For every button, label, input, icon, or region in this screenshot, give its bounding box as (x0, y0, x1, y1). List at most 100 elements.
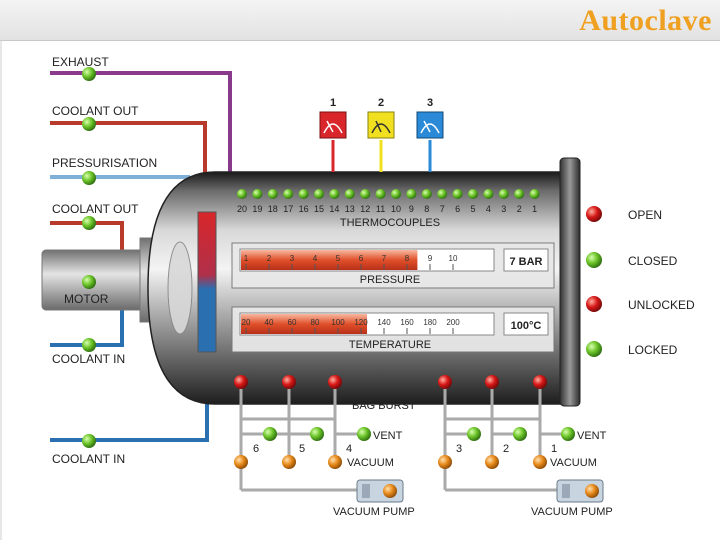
coolant-out-valve-led-1 (82, 117, 96, 131)
locked-status-led (586, 341, 602, 357)
gauges: 1 2 3 (319, 97, 444, 172)
port-3-label: 3 (456, 443, 462, 455)
coolant-in-label-1: COOLANT IN (52, 352, 125, 366)
thermocouple-leds (237, 189, 540, 199)
thermocouple-led (375, 189, 386, 199)
thermocouple-led (252, 189, 263, 199)
temperature-tick-label: 20 (242, 318, 251, 327)
temperature-tick-label: 40 (265, 318, 274, 327)
thermocouple-number: 15 (314, 204, 324, 214)
thermocouple-led (468, 189, 478, 199)
thermocouple-led (314, 189, 324, 199)
thermocouple-number: 18 (268, 204, 278, 214)
thermocouple-number: 9 (409, 204, 414, 214)
thermocouple-number: 16 (299, 204, 309, 214)
gauge-2-number: 2 (378, 97, 384, 109)
motor-label: MOTOR (64, 292, 109, 306)
motor-led (82, 275, 96, 289)
coolant-in-valve-led-1 (82, 338, 96, 352)
temperature-bar (241, 314, 367, 334)
thermocouple-number: 17 (283, 204, 293, 214)
vacuum-pump-right (556, 479, 604, 503)
pressurisation-label: PRESSURISATION (52, 156, 157, 170)
closed-status-led (586, 252, 602, 268)
pressure-tick-label: 5 (336, 254, 341, 263)
vacuum-valve-leds (234, 455, 547, 469)
thermocouple-led (298, 189, 309, 199)
vacuum-pump-left (356, 479, 404, 503)
locked-status-label: LOCKED (628, 343, 678, 357)
thermocouple-number: 12 (360, 204, 370, 214)
thermocouple-led (344, 189, 355, 199)
coolant-in-valve-led-2 (82, 434, 96, 448)
port-1-label: 1 (551, 443, 557, 455)
thermocouple-number: 4 (486, 204, 491, 214)
thermocouple-number: 11 (376, 204, 385, 214)
thermocouple-led (329, 189, 340, 199)
thermocouple-number: 14 (329, 204, 339, 214)
slide-title: Autoclave (579, 4, 712, 37)
thermocouple-led (514, 189, 525, 199)
port-5-label: 5 (299, 443, 305, 455)
coolant-in-label-2: COOLANT IN (52, 452, 125, 466)
thermocouple-led (360, 189, 371, 199)
pressure-bar (241, 250, 418, 270)
exhaust-pipe (50, 71, 232, 173)
pressure-tick-label: 8 (405, 254, 410, 263)
temperature-tick-label: 100 (331, 318, 345, 327)
pressure-tick-label: 9 (428, 254, 433, 263)
vacuum-pump-label-left: VACUUM PUMP (333, 506, 415, 518)
pressure-tick-label: 2 (267, 254, 272, 263)
temperature-readout-box (503, 312, 549, 336)
gauge-3-number: 3 (427, 97, 433, 109)
gauge-1-icon (319, 111, 347, 139)
temperature-tick-label: 160 (400, 318, 414, 327)
thermocouple-led (483, 189, 494, 199)
unlocked-status-led (586, 296, 602, 312)
gauge-3-icon (416, 111, 444, 139)
vent-label-right: VENT (577, 430, 607, 442)
thermocouple-number: 20 (237, 204, 247, 214)
pressure-tick-label: 10 (449, 254, 458, 263)
fan-blade (167, 241, 193, 335)
bag-burst-leds (234, 375, 547, 389)
coolant-in-pipe-1 (50, 310, 124, 347)
thermocouple-led (267, 189, 278, 199)
thermocouple-led (391, 189, 401, 199)
thermocouple-led (437, 189, 448, 199)
thermocouple-number: 8 (424, 204, 429, 214)
vacuum-label-right: VACUUM (550, 457, 597, 469)
thermocouple-led (421, 189, 432, 199)
thermocouple-number: 7 (440, 204, 445, 214)
open-status-label: OPEN (628, 208, 662, 222)
slide-header: Autoclave (0, 0, 720, 41)
closed-status-label: CLOSED (628, 254, 678, 268)
thermocouple-number: 5 (470, 204, 475, 214)
temperature-tick-label: 180 (423, 318, 437, 327)
vacuum-pump-label-right: VACUUM PUMP (531, 506, 613, 518)
thermocouple-number: 2 (517, 204, 522, 214)
coolant-out-pipe-2 (50, 221, 124, 258)
thermocouple-number: 3 (501, 204, 506, 214)
gauge-2-icon (367, 111, 395, 139)
gauge-1-number: 1 (330, 97, 336, 109)
thermocouple-number: 1 (532, 204, 537, 214)
temperature-tick-label: 200 (446, 318, 460, 327)
inlet-labels: EXHAUST COOLANT OUT PRESSURISATION COOLA… (52, 55, 157, 466)
thermocouple-number: 13 (345, 204, 355, 214)
exhaust-valve-led (82, 67, 96, 81)
temperature-tick-label: 120 (354, 318, 368, 327)
pressure-readout: 7 BAR (509, 256, 542, 268)
unlocked-status-label: UNLOCKED (628, 298, 695, 312)
thermocouple-number: 6 (455, 204, 460, 214)
pressure-tick-label: 1 (244, 254, 249, 263)
coolant-out-label-2: COOLANT OUT (52, 202, 139, 216)
pressure-tick-label: 7 (382, 254, 387, 263)
pressure-readout-box (503, 248, 549, 272)
thermocouple-number: 10 (391, 204, 401, 214)
